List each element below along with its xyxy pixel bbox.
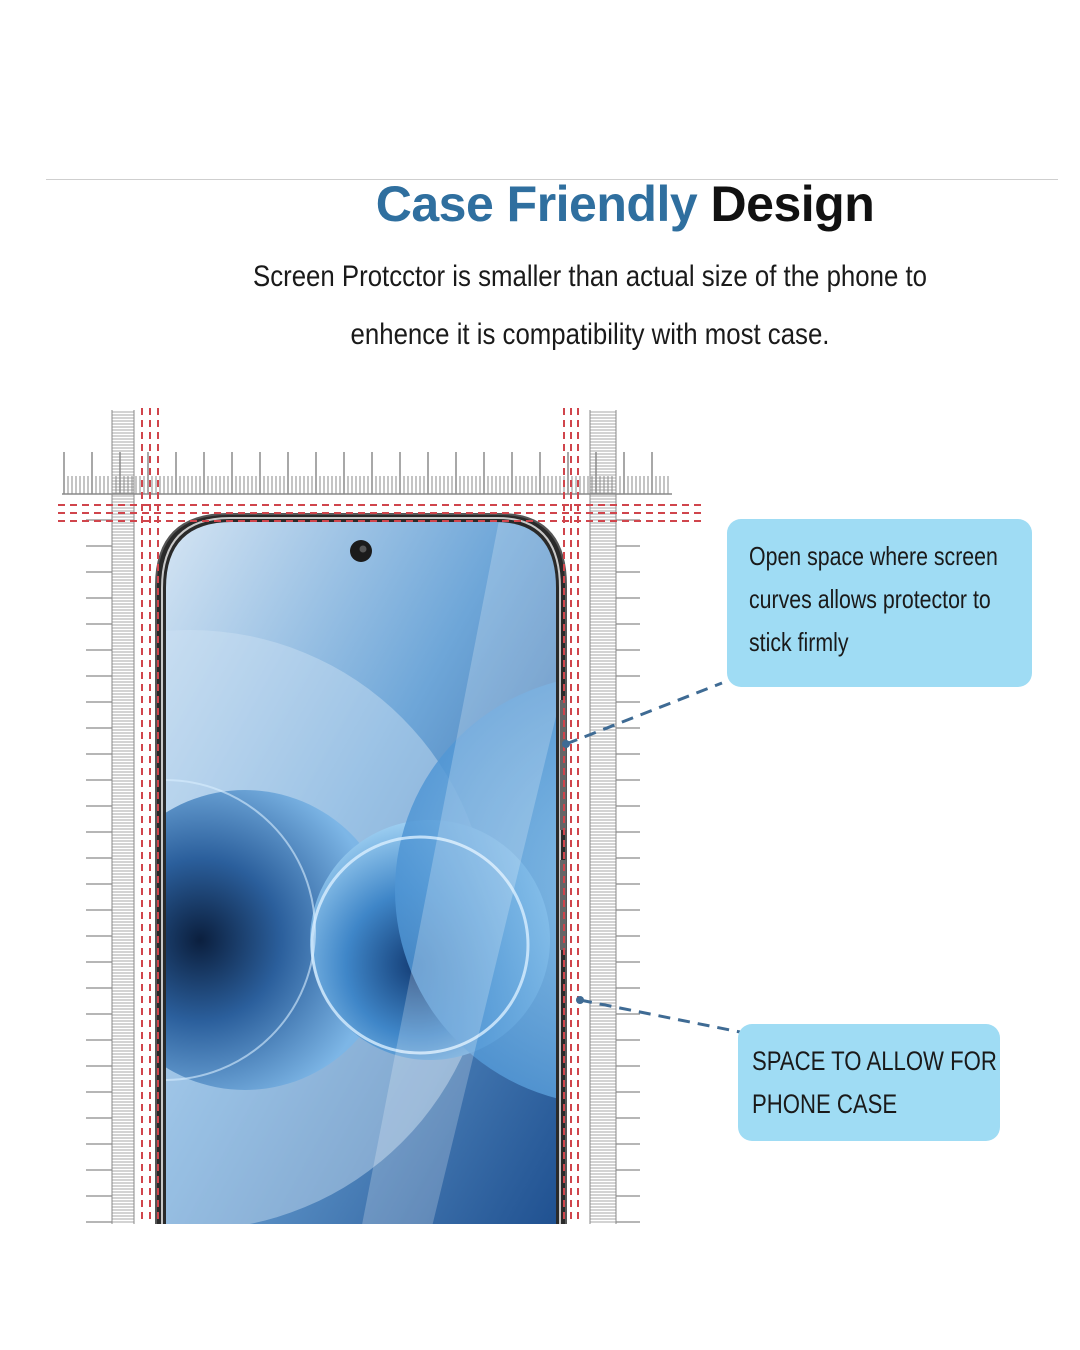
title-accent: Case Friendly bbox=[375, 176, 698, 232]
subtitle-line-2: enhence it is compatibility with most ca… bbox=[350, 318, 830, 351]
phone-screen bbox=[166, 522, 556, 1224]
page-title: Case Friendly Design bbox=[0, 168, 1080, 240]
callout-open-line-2: curves allows protector to bbox=[749, 584, 991, 614]
callout-open-line-3: stick firmly bbox=[749, 627, 849, 657]
callout-phone-case: SPACE TO ALLOW FOR PHONE CASE bbox=[738, 1024, 1000, 1141]
callout-case-line-2: PHONE CASE bbox=[752, 1089, 898, 1119]
subtitle-line-1: Screen Protcctor is smaller than actual … bbox=[252, 260, 928, 293]
callout-case-line-1: SPACE TO ALLOW FOR bbox=[752, 1046, 997, 1076]
top-divider bbox=[46, 179, 1058, 180]
leader-lines bbox=[565, 681, 741, 1034]
measurement-rulers bbox=[62, 410, 672, 1224]
leader-phone-case-dot bbox=[576, 996, 584, 1004]
leader-phone-case bbox=[579, 998, 741, 1034]
callout-open-line-1: Open space where screen bbox=[749, 541, 998, 571]
leader-open-space bbox=[565, 681, 723, 746]
leader-open-space-dot bbox=[562, 740, 570, 748]
front-camera-icon bbox=[350, 540, 372, 562]
title-rest: Design bbox=[710, 176, 875, 232]
guide-lines bbox=[58, 408, 705, 1224]
callout-open-space: Open space where screen curves allows pro… bbox=[727, 519, 1032, 687]
side-button bbox=[560, 700, 566, 830]
